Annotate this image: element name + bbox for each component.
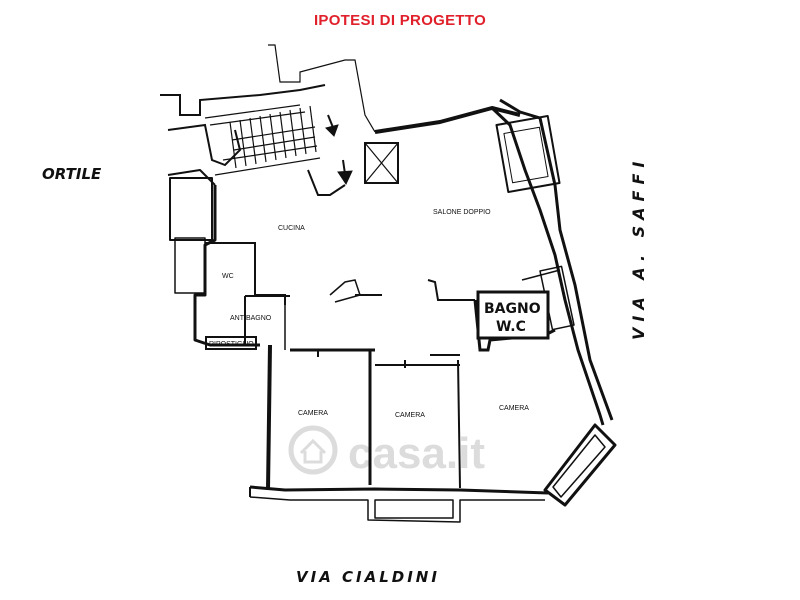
- room-label-bagno-wc: W.C: [496, 319, 526, 335]
- watermark: casa.it: [288, 425, 485, 478]
- via-cialdini-label: VIA CIALDINI: [296, 568, 440, 586]
- room-label-salone: SALONE DOPPIO: [433, 209, 491, 216]
- room-label-cucina: CUCINA: [278, 225, 305, 232]
- room-label-antibagno: ANTIBAGNO: [230, 315, 272, 322]
- staircase: [160, 44, 399, 196]
- bagno-box: [476, 290, 550, 340]
- room-label-bagno: BAGNO: [484, 301, 541, 317]
- plan-title: IPOTESI DI PROGETTO: [313, 12, 487, 29]
- cortile-label: ORTILE: [42, 165, 102, 183]
- ripostiglio-box: [205, 336, 257, 350]
- room-label-camera-1: CAMERA: [298, 410, 328, 417]
- stair-arrows: [325, 114, 353, 186]
- watermark-house-icon: [288, 425, 338, 475]
- outer-walls: [167, 98, 617, 523]
- room-label-ripostiglio: RIPOSTIGLIO: [209, 341, 254, 348]
- room-label-wc: WC: [222, 273, 234, 280]
- room-label-camera-2: CAMERA: [395, 412, 425, 419]
- room-label-camera-3: CAMERA: [499, 405, 529, 412]
- via-saffi-label: VIA A. SAFFI: [629, 156, 648, 340]
